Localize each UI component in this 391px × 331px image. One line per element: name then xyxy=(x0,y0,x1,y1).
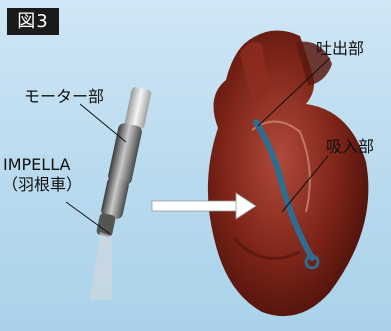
impeller-label: （羽根車） xyxy=(2,176,82,194)
impella-label: IMPELLA xyxy=(3,156,70,174)
figure-number-badge: 図3 xyxy=(7,8,59,35)
insertion-arrow xyxy=(152,193,256,219)
outlet-label: 吐出部 xyxy=(316,40,364,58)
inlet-label: 吸入部 xyxy=(326,138,374,156)
motor-leader-line xyxy=(80,104,126,142)
impella-device xyxy=(90,86,152,300)
heart-illustration xyxy=(208,31,369,317)
motor-label: モーター部 xyxy=(24,88,104,106)
